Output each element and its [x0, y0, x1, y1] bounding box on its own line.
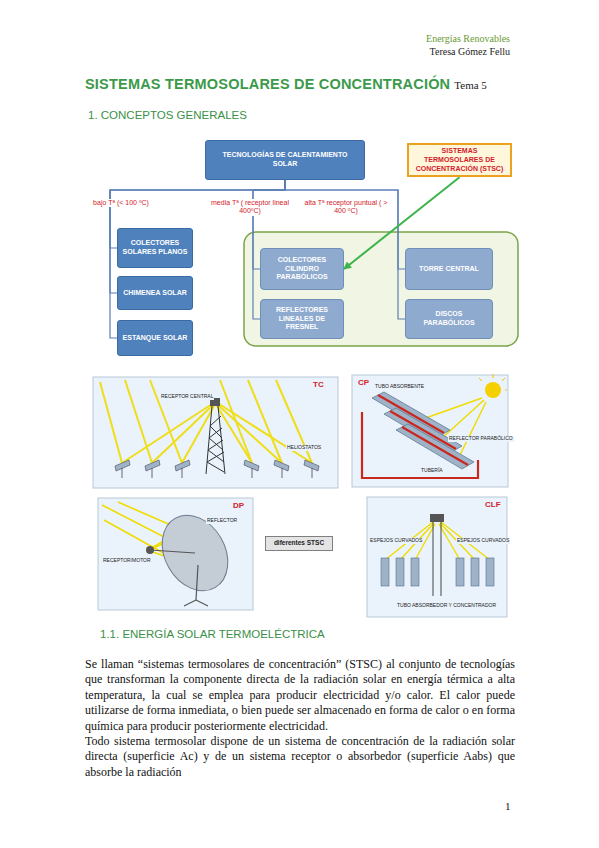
part-label: REFLECTOR [206, 518, 238, 524]
linear-fresnel-illustration [367, 497, 507, 617]
figure-tag: TC [312, 381, 325, 389]
node-text: SISTEMAS TERMOSOLARES DE CONCENTRACIÓN (… [413, 147, 506, 173]
page-number: 1 [505, 800, 511, 812]
node-text: COLECTORES SOLARES PLANOS [122, 239, 188, 257]
figure-tag: CLF [484, 501, 502, 509]
part-label: TUBO ABSORBENTE [374, 384, 425, 390]
branch-label: alta Tª receptor puntual ( > 400 ºC) [300, 199, 392, 216]
part-label: RECEPTOR CENTRAL [160, 394, 214, 400]
body-paragraph: Todo sistema termosolar dispone de un si… [85, 734, 515, 780]
branch-label: bajo Tª (< 100 ºC) [86, 199, 156, 207]
central-tower-illustration [93, 377, 338, 488]
technology-box: DISCOS PARABÓLICOS [405, 299, 493, 339]
header-text: Energías Renovables [380, 33, 510, 44]
section-heading: 1. CONCEPTOS GENERALES [88, 109, 388, 121]
part-label: ESPEJOS CURVADOS [456, 538, 510, 544]
stsc-region [244, 232, 518, 346]
caption-box: diferentes STSC [265, 536, 333, 551]
node-text: REFLECTORES LINEALES DE FRESNEL [265, 306, 339, 332]
figure-tag: DP [232, 502, 245, 510]
part-label: HELIOSTATOS [286, 445, 322, 451]
parabolic-dish-illustration [98, 498, 253, 610]
branch-label: media Tª ( receptor lineal 400ºC) [205, 199, 295, 216]
topic-number: Tema 5 [454, 79, 487, 91]
node-text: COLECTORES CILINDRO PARABÓLICOS [265, 256, 339, 282]
node-text: ESTANQUE SOLAR [123, 334, 188, 343]
body-paragraph: Se llaman “sistemas termosolares de conc… [85, 657, 515, 734]
header-text: Teresa Gómez Fellu [380, 46, 510, 57]
node-text: diferentes STSC [274, 539, 324, 547]
technology-box: REFLECTORES LINEALES DE FRESNEL [260, 299, 344, 339]
page-title: SISTEMAS TERMOSOLARES DE CONCENTRACIÓN [85, 76, 450, 92]
technology-box: COLECTORES SOLARES PLANOS [117, 228, 193, 268]
section-heading: 1.1. ENERGÍA SOLAR TERMOELÉCTRICA [100, 628, 450, 640]
part-label: RECEPTOR/MOTOR [102, 558, 152, 564]
part-label: TUBO ABSORBEDOR Y CONCENTRADOR [396, 603, 497, 609]
part-label: REFLECTOR PARABÓLICO [448, 436, 514, 442]
part-label: TUBERÍA [420, 468, 444, 474]
part-label: ESPEJOS CURVADOS [369, 538, 423, 544]
callout-box: SISTEMAS TERMOSOLARES DE CONCENTRACIÓN (… [407, 143, 512, 177]
parabolic-trough-illustration [352, 374, 508, 487]
technology-box: TORRE CENTRAL [405, 248, 493, 290]
technology-box: COLECTORES CILINDRO PARABÓLICOS [260, 248, 344, 290]
node-text: TECNOLOGÍAS DE CALENTAMIENTO SOLAR [210, 151, 360, 169]
figure-tag: CP [357, 379, 370, 387]
technology-box: CHIMENEA SOLAR [117, 276, 193, 310]
node-text: TORRE CENTRAL [419, 265, 479, 274]
technology-box: ESTANQUE SOLAR [117, 320, 193, 356]
category-box: TECNOLOGÍAS DE CALENTAMIENTO SOLAR [205, 140, 365, 180]
node-text: DISCOS PARABÓLICOS [410, 310, 488, 328]
node-text: CHIMENEA SOLAR [123, 289, 187, 298]
